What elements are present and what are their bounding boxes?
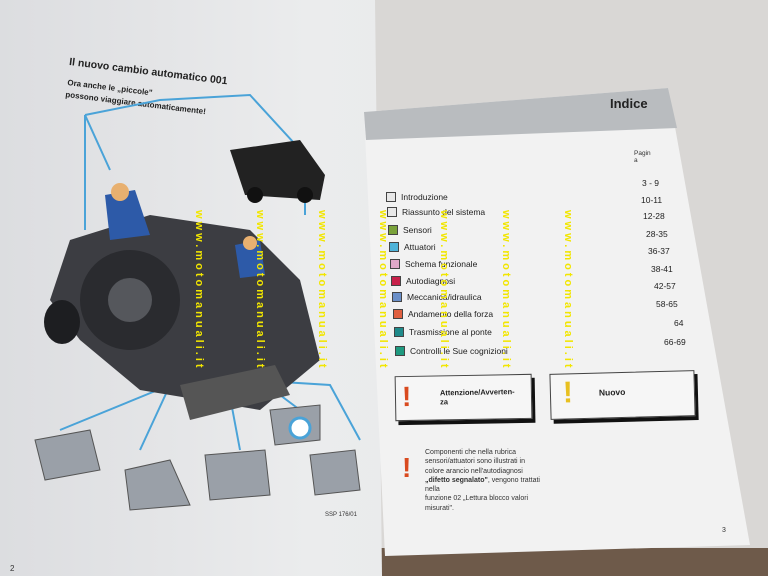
page-ref: 3 - 9 [642,178,660,188]
note-line: colore arancio nell'autodiagnosi [425,467,523,475]
index-item-introduzione[interactable]: Introduzione [386,192,448,202]
page-ref: 36-37 [648,246,670,256]
color-swatch [386,192,396,202]
note-line: Componenti che nella rubrica [425,449,517,456]
note-line: , vengono trattati nella [425,476,540,494]
gearbox-illustration [34,93,361,511]
color-swatch [388,225,398,235]
index-item-riassunto[interactable]: Riassunto del sistema [387,207,485,217]
item-label: Meccanica/idraulica [407,292,482,302]
new-exclamation-icon: ! [562,376,574,410]
page-column-label: Pagin a [634,150,651,164]
color-swatch [395,346,405,356]
left-page-number: 2 [10,564,15,573]
index-item-meccanica[interactable]: Meccanica/idraulica [392,292,482,302]
page-ref: 12-28 [643,211,665,221]
note-exclamation-icon: ! [402,452,412,483]
new-legend-box: ! Nuovo [549,370,696,420]
page-ref: 64 [674,318,684,328]
index-item-schema[interactable]: Schema funzionale [390,259,477,269]
color-swatch [390,259,400,269]
color-swatch [391,276,401,286]
watermark: www.motomanuali.it [562,210,574,371]
item-label: Autodiagnosi [406,276,456,286]
new-label: Nuovo [598,386,626,398]
page-ref: 42-57 [654,281,676,291]
item-label: Sensori [403,225,432,235]
color-swatch [394,327,404,337]
item-label: Schema funzionale [405,259,478,269]
index-item-autodiagnosi[interactable]: Autodiagnosi [391,276,455,286]
page-ref: 10-11 [641,195,663,205]
item-label: Riassunto del sistema [402,207,486,217]
item-label: Trasmissione al ponte [409,327,492,337]
index-item-trasmissione[interactable]: Trasmissione al ponte [394,327,492,337]
watermark: www.motomanuali.it [500,210,512,371]
right-page-number: 3 [722,527,726,534]
color-swatch [389,242,399,252]
watermark: www.motomanuali.it [193,210,205,371]
index-item-sensori[interactable]: Sensori [388,225,432,235]
item-label: Controlli le Sue cognizioni [410,346,508,356]
page-ref: 58-65 [656,299,678,309]
index-item-andamento[interactable]: Andamento della forza [393,309,493,319]
note-text: Componenti che nella rubrica sensori/att… [425,448,550,513]
watermark: www.motomanuali.it [316,210,328,371]
warning-exclamation-icon: ! [401,380,412,413]
warning-label: Attenzione/Avverten-za [439,387,515,407]
index-item-attuatori[interactable]: Attuatori [389,242,436,252]
color-swatch [387,207,397,217]
page-ref: 38-41 [651,264,673,274]
watermark: www.motomanuali.it [377,210,389,371]
note-line: funzione 02 „Lettura blocco valori misur… [425,495,529,512]
note-line: sensori/attuatori sono illustrati in [425,458,525,466]
item-label: Introduzione [401,192,448,202]
page-ref: 66-69 [664,337,686,347]
color-swatch [392,292,402,302]
watermark: www.motomanuali.it [254,210,266,371]
warning-legend-box: ! Attenzione/Avverten-za [394,373,533,422]
page-ref: 28-35 [646,229,668,239]
index-item-controlli[interactable]: Controlli le Sue cognizioni [395,346,508,356]
note-bold: „difetto segnalato" [425,476,488,484]
item-label: Attuatori [404,242,436,252]
index-title: Indice [610,96,648,111]
color-swatch [393,309,403,319]
item-label: Andamento della forza [408,309,494,319]
watermark: www.motomanuali.it [438,210,450,371]
figure-code: SSP 176/01 [325,512,357,518]
